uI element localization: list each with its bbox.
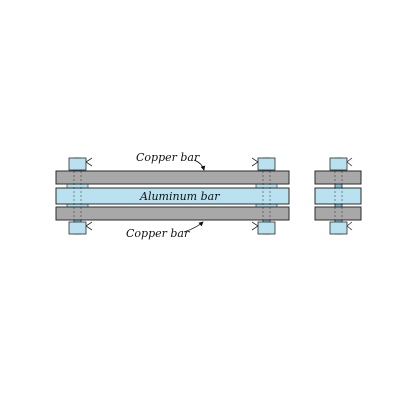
- leader-arrow-icon: [183, 221, 204, 233]
- nut-icon: [257, 157, 276, 171]
- end-aluminum-bar: [314, 187, 362, 205]
- rotation-mark-icon: [251, 157, 259, 167]
- nut-icon: [329, 221, 348, 235]
- aluminum-bar: [55, 187, 290, 205]
- copper-bar-top-label: Copper bar: [136, 151, 200, 164]
- rotation-mark-icon: [85, 221, 93, 231]
- copper-bar-bottom: [55, 206, 290, 221]
- leader-arrow-icon: [193, 159, 206, 171]
- rotation-mark-icon: [346, 157, 353, 167]
- end-copper-bar-top: [314, 170, 362, 185]
- side-view: Copper bar Aluminum bar Copper bar: [55, 151, 290, 240]
- nut-icon: [257, 221, 276, 235]
- nut-icon: [68, 157, 87, 171]
- aluminum-bar-label: Aluminum bar: [139, 190, 220, 203]
- copper-bar-top: [55, 170, 290, 185]
- nut-icon: [329, 157, 348, 171]
- rotation-mark-icon: [251, 221, 259, 231]
- end-view: [314, 157, 362, 235]
- copper-bar-bottom-label: Copper bar: [126, 227, 190, 240]
- rotation-mark-icon: [346, 221, 353, 231]
- nut-icon: [68, 221, 87, 235]
- end-copper-bar-bottom: [314, 206, 362, 221]
- rotation-mark-icon: [85, 157, 93, 167]
